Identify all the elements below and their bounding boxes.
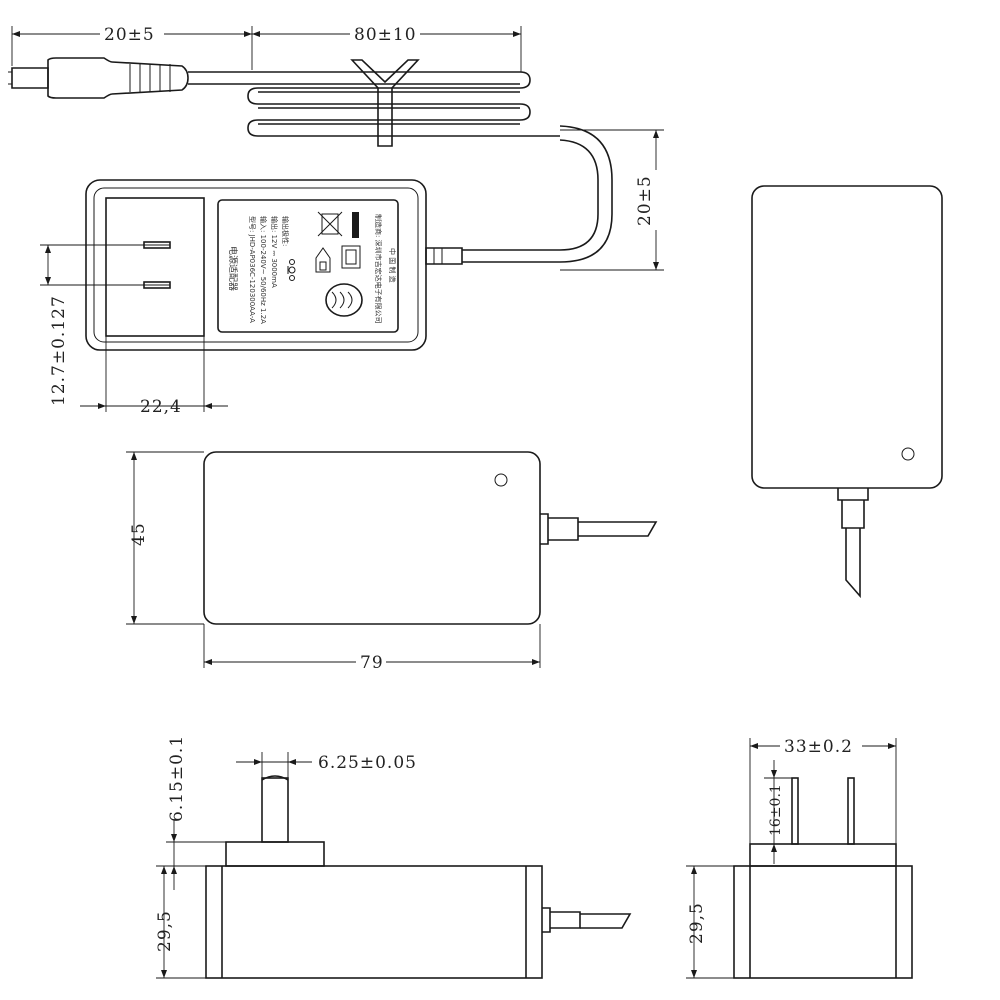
dim-pin-span: 33±0.2 [749,736,897,844]
dc-plug [8,57,189,99]
dim-cable-exit-value: 20±5 [635,175,655,226]
end-view-top [751,185,943,599]
dim-body-depth-side-value: 29,5 [155,910,175,952]
weee-bin-icon [317,211,359,238]
dim-pin-height-value: 6.15±0.1 [167,735,187,822]
dim-pin-width: 6.25±0.05 [236,752,417,778]
dim-body-length-value: 79 [360,653,384,673]
dim-pin-span-value: 33±0.2 [784,737,853,757]
dim-body-height-value: 45 [129,522,149,546]
dim-plug-length-value: 20±5 [104,25,155,45]
double-insulation-icon [341,245,361,269]
end-view-bottom: 33±0.2 16±0.1 29,5 [686,736,913,979]
label-output: 输出: 12V ⎓ 3000mA [270,216,279,288]
ccc-mark-icon [325,283,363,317]
label-polarity: 输出极性: [281,216,290,246]
label-product-name: 电源适配器 [227,246,239,291]
top-view: 电源适配器 型号: JHD-AP036C-120300AA-A 输入: 100-… [8,22,668,417]
dim-pin-spacing-value: 12.7±0.127 [49,295,69,406]
indoor-use-icon [315,247,331,273]
dim-cable-coil-value: 80±10 [354,25,417,45]
label-input: 输入: 100-240V~ 50/60Hz 1.2A [259,216,268,324]
dim-cable-coil: 80±10 [252,22,522,72]
label-origin: 中 国 制 造 [388,248,397,283]
dim-body-length: 79 [203,624,541,673]
dim-body-height: 45 [126,451,204,625]
dim-pin-width-value: 6.25±0.05 [318,753,417,773]
polarity-icon [287,259,296,281]
dim-cable-exit: 20±5 [560,129,668,271]
dim-body-depth-end-value: 29,5 [687,902,707,944]
front-view: 6.25±0.05 6.15±0.1 29,5 [155,735,632,979]
side-view: 45 79 [126,451,658,673]
cable-coil [188,59,613,263]
dim-plug-area-width: 22,4 [80,336,228,417]
dim-pin-length: 16±0.1 [750,760,792,864]
dim-body-depth-side: 29,5 [155,865,206,979]
label-model: 型号: JHD-AP036C-120300AA-A [248,216,257,323]
housing-label: 电源适配器 型号: JHD-AP036C-120300AA-A 输入: 100-… [227,211,397,324]
dim-pin-length-value: 16±0.1 [768,784,784,836]
dim-body-depth-end: 29,5 [686,865,734,979]
dim-pin-spacing: 12.7±0.127 [40,244,170,406]
label-manufacturer: 制造商: 深圳市吉宏达电子有限公司 [374,214,383,324]
dim-plug-area-width-value: 22,4 [140,397,182,417]
dim-plug-length: 20±5 [11,22,253,70]
